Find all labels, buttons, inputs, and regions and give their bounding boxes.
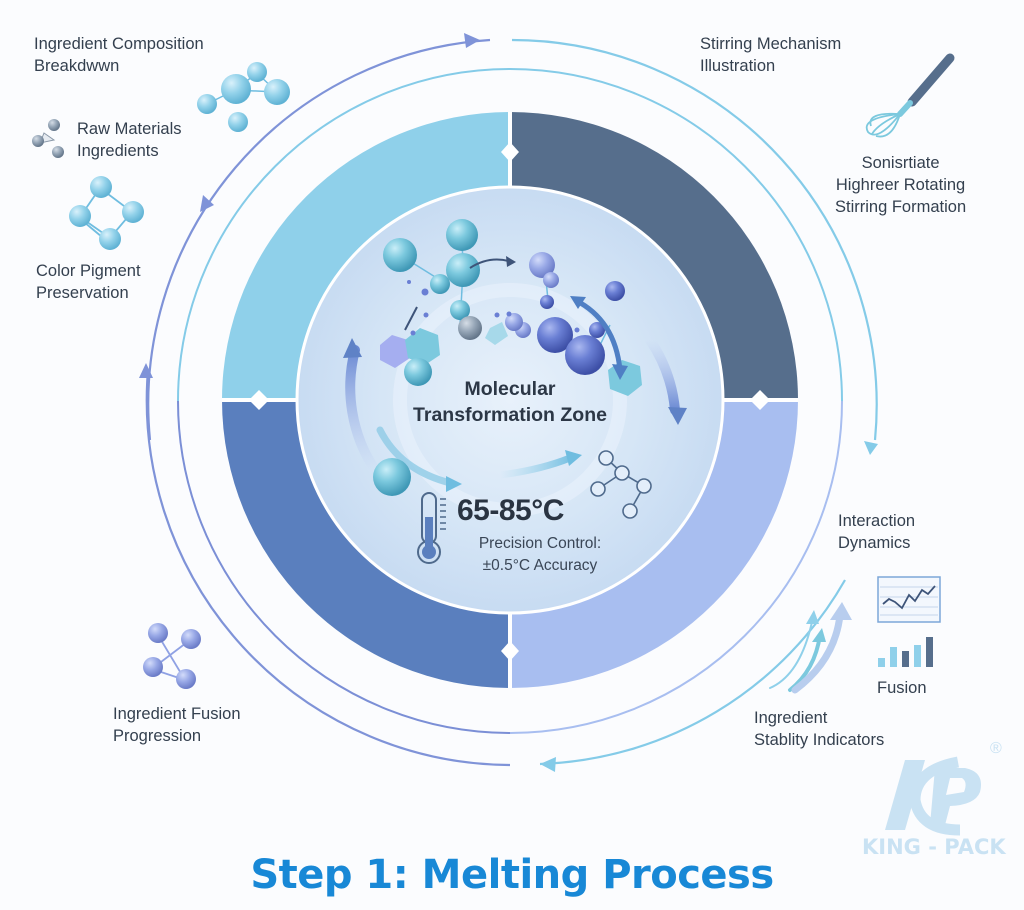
- label-sonisrtiate: Sonisrtiate Highreer Rotating Stirring F…: [835, 154, 967, 216]
- label-ingredient-composition: Ingredient Composition Breakdwwn: [34, 35, 204, 75]
- outer-arc-bottom-left: [145, 369, 511, 767]
- color-pigment-molecule-icon: [69, 176, 144, 250]
- arrow-head-bottom: [540, 757, 556, 772]
- precision-control-label: Precision Control: ±0.5°C Accuracy: [478, 535, 602, 574]
- stability-arrows: [769, 602, 852, 694]
- label-interaction-dynamics: Interaction Dynamics: [838, 512, 916, 552]
- composition-molecule-icon: [197, 62, 290, 132]
- raw-materials-molecule-icon: [32, 119, 64, 158]
- arrow-head-left-up: [139, 363, 153, 378]
- page-title: Step 1: Melting Process: [250, 852, 774, 898]
- swirl-arrows: [343, 335, 687, 492]
- outer-arc-top-left: [147, 38, 491, 441]
- thermometer-icon: [417, 492, 446, 564]
- inner-flow-ring: [177, 68, 843, 734]
- diamond-marker-right: [750, 390, 770, 410]
- fusion-molecule-icon: [143, 623, 201, 689]
- outer-arc-top-right: [511, 38, 878, 441]
- arrow-head-right-down: [864, 441, 878, 455]
- line-chart-icon: [877, 576, 941, 623]
- logo-text: KING - PACK: [862, 835, 1006, 859]
- outline-molecule-icon: [590, 450, 652, 519]
- diamond-marker-top: [501, 142, 519, 162]
- zone-title: Molecular Transformation Zone: [413, 378, 607, 426]
- arrow-head-top: [464, 33, 480, 48]
- arrow-head-left-down: [200, 195, 214, 212]
- temperature-range: 65-85°C: [457, 494, 564, 527]
- label-ingredient-fusion: Ingredient Fusion Progression: [113, 705, 241, 745]
- molecule-cluster: [373, 219, 642, 496]
- label-color-pigment: Color Pigment Preservation: [36, 262, 141, 302]
- label-raw-materials: Raw Materials Ingredients: [77, 120, 182, 160]
- whisk-icon: [865, 53, 955, 138]
- label-stirring-mechanism: Stirring Mechanism Illustration: [700, 35, 842, 75]
- bar-chart-icon: [878, 637, 933, 667]
- diamond-marker-bottom: [501, 641, 519, 661]
- diamond-marker-left: [249, 390, 269, 410]
- king-pack-logo: [885, 756, 981, 836]
- label-fusion: Fusion: [877, 679, 927, 697]
- label-ingredient-stability: Ingredient Stablity Indicators: [754, 709, 885, 749]
- registered-mark: ®: [990, 740, 1002, 757]
